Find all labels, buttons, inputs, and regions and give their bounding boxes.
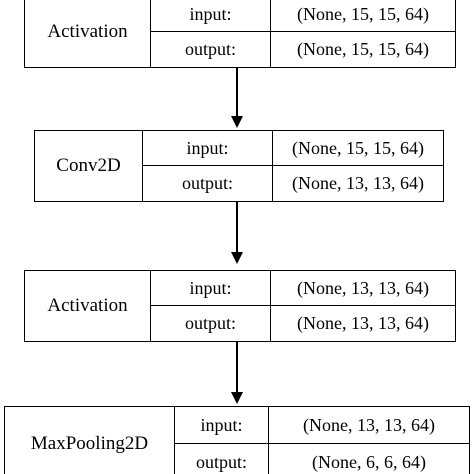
layer-name: MaxPooling2D bbox=[5, 407, 175, 474]
input-shape: (None, 15, 15, 64) bbox=[273, 131, 443, 166]
input-shape: (None, 13, 13, 64) bbox=[271, 271, 455, 306]
output-shape: (None, 6, 6, 64) bbox=[312, 452, 426, 472]
output-label: output: bbox=[151, 32, 271, 67]
layer-name: Activation bbox=[25, 0, 151, 67]
layer-node-conv2d: Conv2D input: (None, 15, 15, 64) output:… bbox=[34, 130, 444, 202]
arrow-head bbox=[231, 392, 243, 404]
arrow-line bbox=[236, 68, 238, 116]
input-label: input: bbox=[143, 131, 273, 166]
arrow-line bbox=[236, 202, 238, 252]
layer-node-maxpooling2d: MaxPooling2D input: (None, 13, 13, 64) o… bbox=[4, 406, 470, 474]
layer-node-activation-1: Activation input: (None, 15, 15, 64) out… bbox=[24, 0, 456, 68]
output-label: output: bbox=[143, 166, 273, 201]
arrow-head bbox=[231, 252, 243, 264]
output-label: output: bbox=[151, 306, 271, 341]
output-shape: (None, 13, 13, 64) bbox=[297, 313, 429, 333]
arrow-head bbox=[231, 116, 243, 128]
input-shape: (None, 13, 13, 64) bbox=[269, 407, 469, 444]
input-label: input: bbox=[175, 407, 269, 444]
input-label: input: bbox=[151, 271, 271, 306]
output-shape: (None, 15, 15, 64) bbox=[297, 39, 429, 59]
input-label: input: bbox=[151, 0, 271, 32]
layer-node-activation-2: Activation input: (None, 13, 13, 64) out… bbox=[24, 270, 456, 342]
arrow-line bbox=[236, 342, 238, 392]
layer-name: Conv2D bbox=[35, 131, 143, 201]
layer-name: Activation bbox=[25, 271, 151, 341]
input-shape: (None, 15, 15, 64) bbox=[271, 0, 455, 32]
output-shape: (None, 13, 13, 64) bbox=[292, 173, 424, 193]
output-label: output: bbox=[175, 444, 269, 474]
